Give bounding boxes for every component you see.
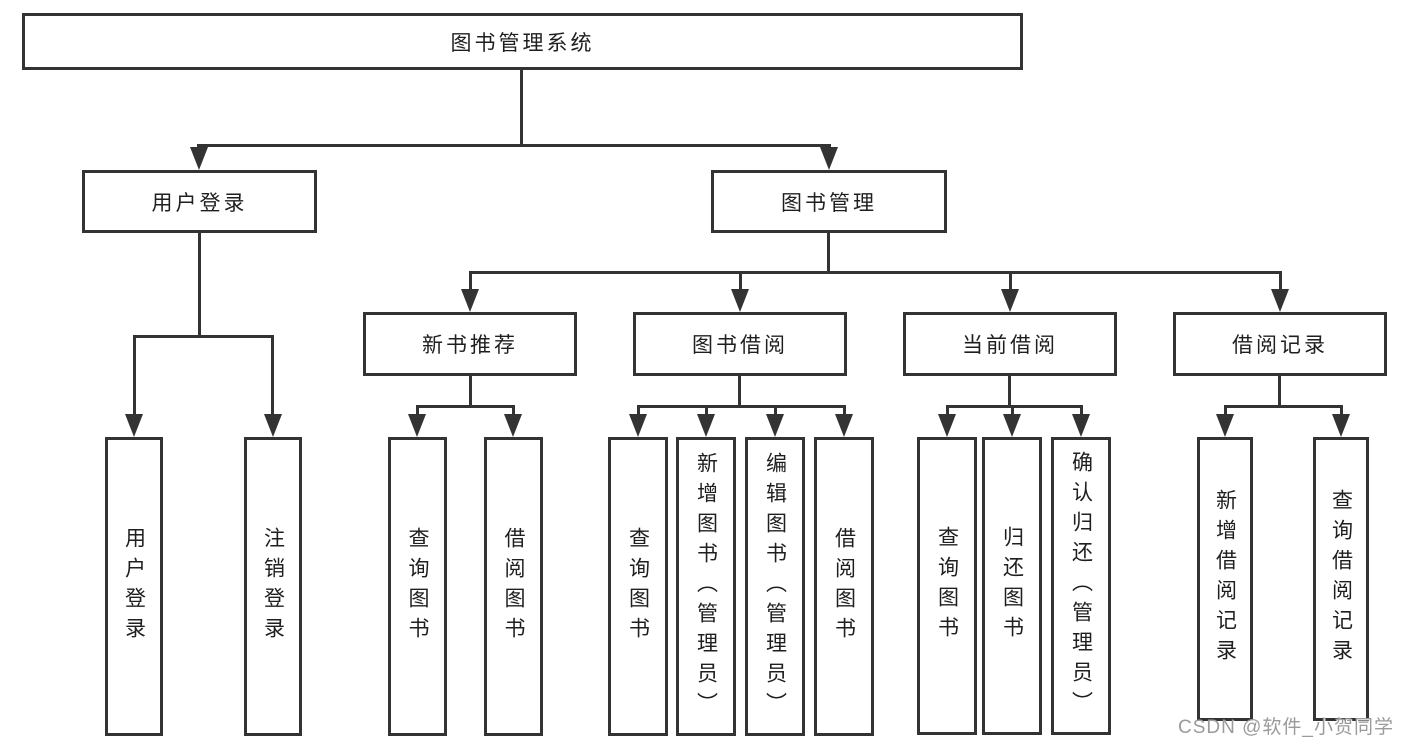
connector-drop-book-borrowing [739, 271, 742, 292]
arrow-down-icon [731, 289, 749, 312]
leaf-borrowing-add-books-admin: 新增图书（管理员） [676, 437, 736, 736]
leaf-current-return-books: 归还图书 [982, 437, 1042, 735]
node-borrowing-records: 借阅记录 [1173, 312, 1387, 376]
leaf-records-add-borrow-record: 新增借阅记录 [1197, 437, 1253, 721]
arrow-down-icon [629, 414, 647, 437]
csdn-watermark: CSDN @软件_小贺同学 [1178, 717, 1394, 738]
node-library-management-system: 图书管理系统 [22, 13, 1023, 70]
node-new-book-recommend: 新书推荐 [363, 312, 577, 376]
connector-new-book-recommend-stem [469, 376, 472, 408]
connector-borrowing-records-stem [1278, 376, 1281, 408]
connector-root-branch-line [197, 144, 831, 147]
arrow-down-icon [835, 414, 853, 437]
leaf-current-confirm-return-admin: 确认归还（管理员） [1051, 437, 1111, 735]
arrow-down-icon [1072, 414, 1090, 437]
connector-drop-new-book-recommend [469, 271, 472, 292]
leaf-recommend-borrow-books: 借阅图书 [484, 437, 543, 736]
arrow-down-icon [766, 414, 784, 437]
leaf-recommend-query-books: 查询图书 [388, 437, 447, 736]
connector-drop [1340, 405, 1343, 417]
connector-root-stem [520, 70, 523, 147]
leaf-records-query-borrow-record: 查询借阅记录 [1313, 437, 1369, 721]
arrow-down-icon [938, 414, 956, 437]
leaf-logout: 注销登录 [244, 437, 302, 736]
leaf-borrowing-edit-books-admin: 编辑图书（管理员） [745, 437, 805, 736]
arrow-down-icon [1271, 289, 1289, 312]
node-user-login: 用户登录 [82, 170, 317, 233]
connector-drop [512, 405, 515, 417]
leaf-current-query-books: 查询图书 [917, 437, 977, 735]
connector-book-borrowing-stem [738, 376, 741, 408]
connector-drop [843, 405, 846, 417]
arrow-down-icon [1001, 289, 1019, 312]
arrow-down-icon [820, 147, 838, 170]
connector-drop [1224, 405, 1227, 417]
arrow-down-icon [408, 414, 426, 437]
connector-current-borrowing-branch-line [946, 405, 1083, 408]
leaf-borrowing-borrow-books: 借阅图书 [814, 437, 874, 736]
arrow-down-icon [1216, 414, 1234, 437]
connector-drop [705, 405, 708, 417]
connector-user-login-stem [198, 233, 201, 338]
connector-borrowing-records-branch-line [1224, 405, 1342, 408]
leaf-user-login: 用户登录 [105, 437, 163, 736]
connector-book-borrowing-branch-line [637, 405, 846, 408]
arrow-down-icon [1003, 414, 1021, 437]
connector-drop [946, 405, 949, 417]
connector-book-management-stem [827, 233, 830, 274]
arrow-down-icon [264, 414, 282, 437]
connector-book-management-branch-line [469, 271, 1281, 274]
connector-drop-leaf-user-login [133, 335, 136, 417]
connector-drop-borrowing-records [1279, 271, 1282, 292]
arrow-down-icon [697, 414, 715, 437]
connector-drop [1080, 405, 1083, 417]
leaf-borrowing-query-books: 查询图书 [608, 437, 668, 736]
connector-drop-leaf-logout [271, 335, 274, 417]
connector-drop [774, 405, 777, 417]
arrow-down-icon [461, 289, 479, 312]
connector-drop [637, 405, 640, 417]
connector-user-login-branch-line [133, 335, 274, 338]
arrow-down-icon [1332, 414, 1350, 437]
connector-drop-current-borrowing [1009, 271, 1012, 292]
node-current-borrowing: 当前借阅 [903, 312, 1117, 376]
arrow-down-icon [190, 147, 208, 170]
node-book-borrowing: 图书借阅 [633, 312, 847, 376]
connector-drop [1011, 405, 1014, 417]
connector-current-borrowing-stem [1008, 376, 1011, 408]
arrow-down-icon [504, 414, 522, 437]
connector-new-book-recommend-branch-line [416, 405, 515, 408]
connector-drop [416, 405, 419, 417]
arrow-down-icon [125, 414, 143, 437]
node-book-management: 图书管理 [711, 170, 947, 233]
